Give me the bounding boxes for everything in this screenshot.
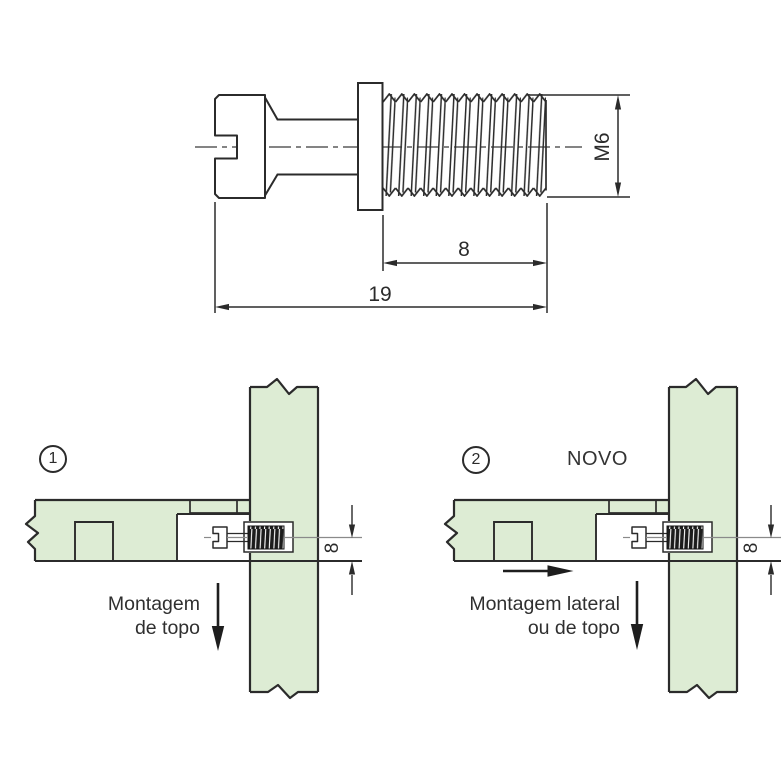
diagram-2-caption-line-2: ou de topo [527, 617, 620, 639]
novo-label: NOVO [567, 448, 628, 470]
dimension-arrowhead [383, 259, 397, 267]
dimension-arrowhead [614, 95, 622, 110]
dimension-arrowhead [215, 303, 229, 311]
screw-head-slotted [214, 94, 266, 199]
screw-flange [357, 82, 384, 211]
dimension-arrowhead [533, 259, 547, 267]
mounting-diagram-2-assembly [443, 377, 783, 700]
thread-length-label: 8 [458, 238, 470, 261]
m6-dimension [530, 94, 630, 198]
diagram-1-index-badge: 1 [39, 445, 67, 473]
dimension-arrowhead [533, 303, 547, 311]
diagram-2-number: 2 [471, 451, 481, 468]
dimension-arrowhead [614, 182, 622, 197]
thread-length-dimension [383, 259, 547, 267]
screw-neck [264, 97, 358, 197]
diagram-1-number: 1 [48, 450, 58, 467]
screw-technical-drawing [195, 82, 630, 313]
diagram-2-edge-distance-label: 8 [741, 542, 762, 554]
screw-threaded-section [383, 93, 547, 197]
diagram-1-caption-line-2: de topo [134, 617, 200, 639]
diagram-1-caption-line-1: Montagem [107, 593, 200, 615]
m6-thread-size-label: M6 [591, 132, 614, 162]
diagram-2-caption: Montagem lateral ou de topo [469, 592, 620, 640]
diagram-1-caption: Montagem de topo [108, 592, 200, 640]
top-mounting-down-arrow-icon-2 [630, 581, 644, 650]
top-mounting-down-arrow-icon [211, 583, 225, 651]
diagram-2-caption-line-1: Montagem lateral [469, 593, 620, 615]
diagram-2-index-badge: 2 [462, 446, 490, 474]
mounting-diagram-1-assembly [24, 377, 364, 700]
lateral-mounting-right-arrow-icon [503, 565, 574, 577]
dimension-extension-lines [214, 202, 548, 313]
diagram-1-edge-distance-label: 8 [322, 542, 343, 554]
overall-length-label: 19 [368, 283, 392, 306]
overall-length-dimension [215, 303, 547, 311]
